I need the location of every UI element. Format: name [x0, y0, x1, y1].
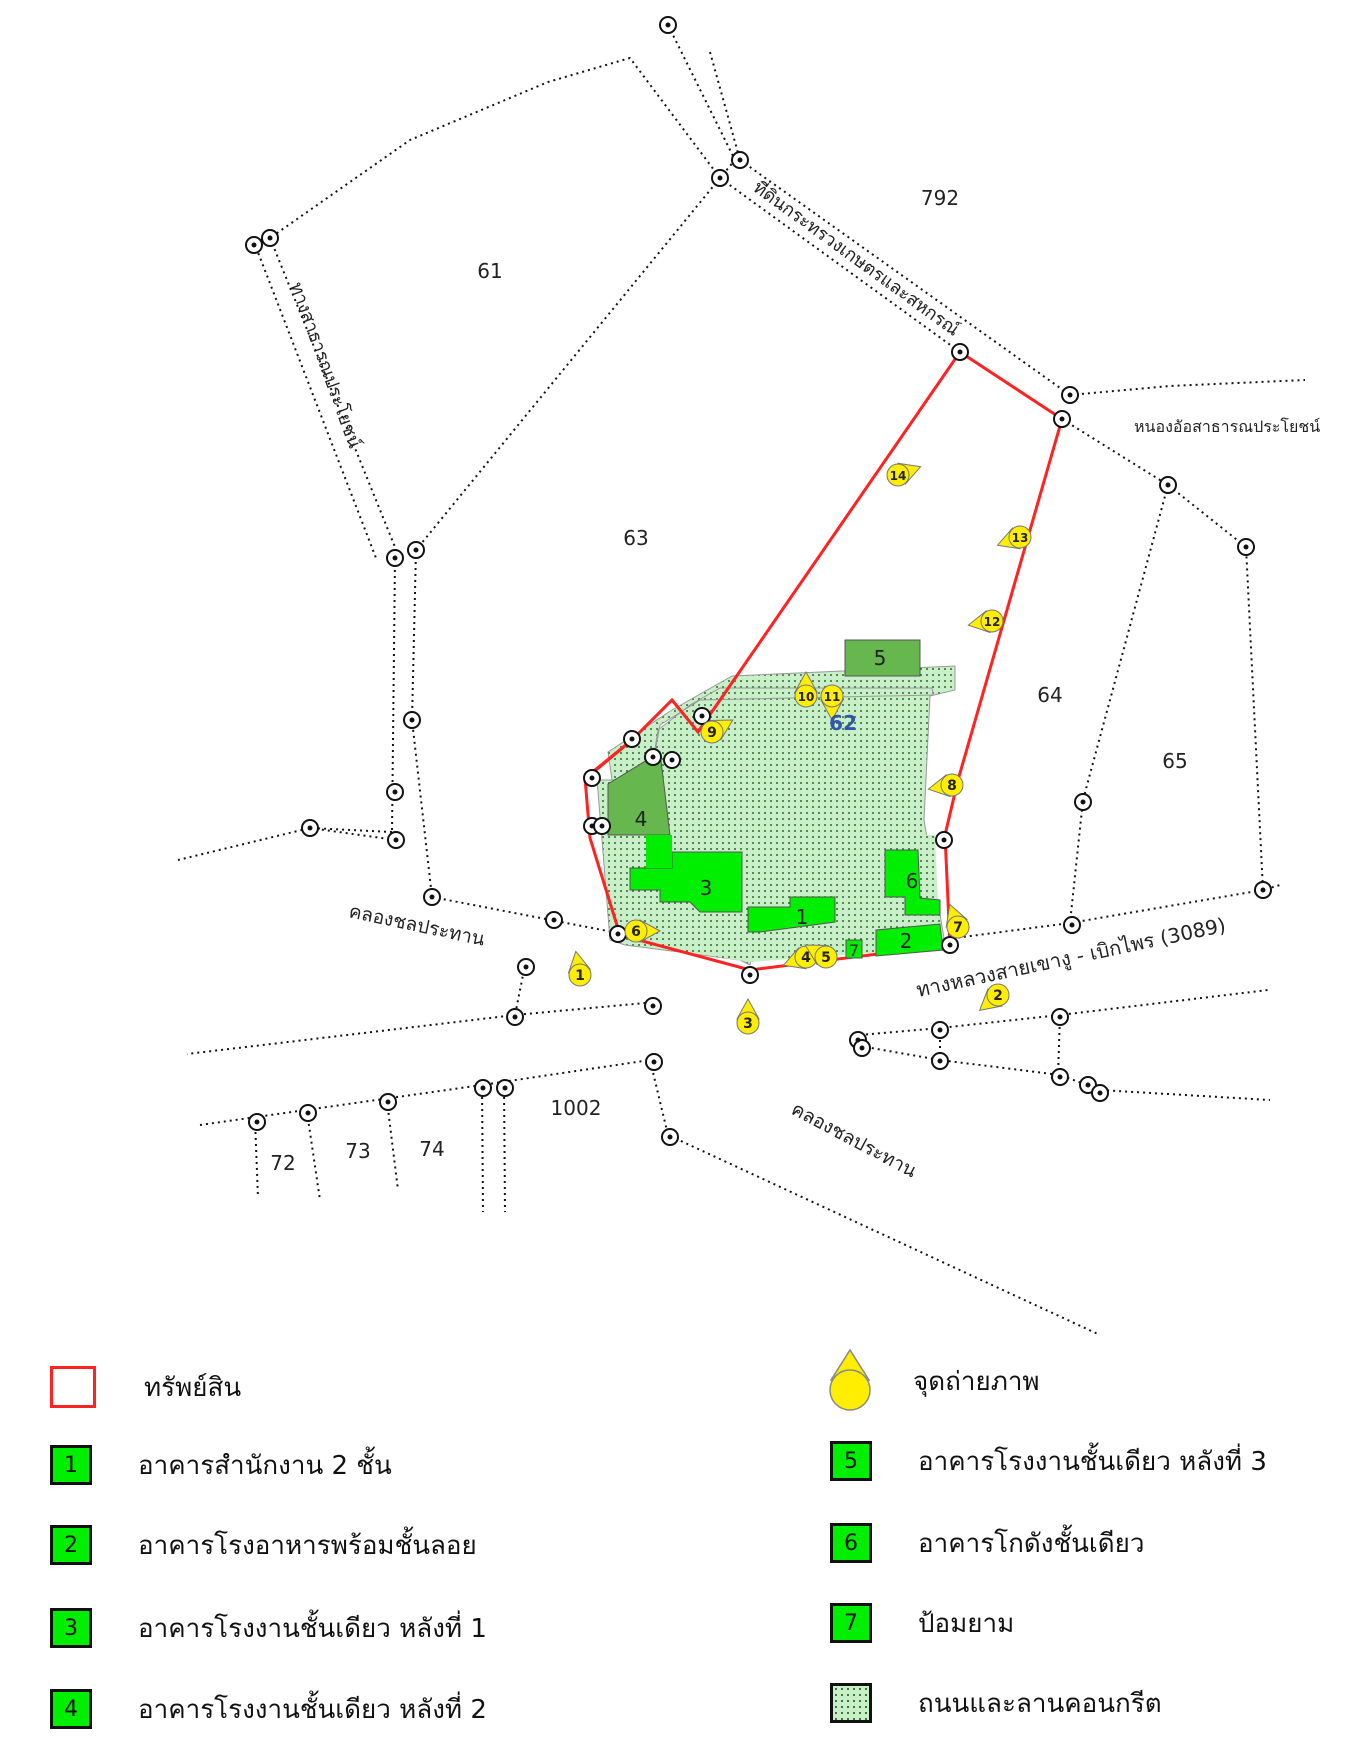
- boundary-marker-dots: [251, 22, 1266, 1140]
- photo-point-label: 5: [821, 950, 831, 966]
- photo-point-8: 8: [927, 773, 964, 798]
- legend-building-4-label: อาคารโรงงานชั้นเดียว หลังที่ 2: [138, 1694, 487, 1725]
- lot-72: 72: [270, 1151, 295, 1175]
- photo-point-label: 3: [743, 1016, 753, 1032]
- building-2: 2: [875, 923, 944, 957]
- legend-building-6: 6 อาคารโกดังชั้นเดียว: [830, 1520, 1144, 1566]
- building-7: 7: [845, 939, 863, 960]
- building-3: 3: [629, 835, 743, 913]
- building-3-label: 3: [700, 876, 713, 900]
- photo-point-7: 7: [945, 903, 970, 939]
- photo-point-label: 10: [798, 690, 815, 704]
- legend-building-5-label: อาคารโรงงานชั้นเดียว หลังที่ 3: [918, 1446, 1267, 1477]
- legend-building-7-label: ป้อมยาม: [918, 1608, 1015, 1639]
- parcel-boundaries: [177, 24, 1306, 1336]
- photo-point-label: 12: [984, 615, 1001, 629]
- photo-point-5: 5: [804, 944, 838, 969]
- photo-point-label: 4: [801, 950, 811, 966]
- lot-1002: 1002: [551, 1096, 602, 1120]
- lot-65: 65: [1162, 749, 1187, 773]
- photo-point-icon: [829, 1348, 871, 1411]
- photo-point-6: 6: [624, 919, 662, 943]
- legend-building-6-swatch: 6: [830, 1523, 872, 1563]
- building-4-label: 4: [635, 807, 648, 831]
- canal-label-upper: คลองชลประทาน: [347, 900, 487, 950]
- legend-building-1-swatch: 1: [50, 1445, 92, 1485]
- legend-building-1-label: อาคารสำนักงาน 2 ชั้น: [138, 1450, 392, 1481]
- legend-concrete: ถนนและลานคอนกรีต: [830, 1680, 1162, 1726]
- photo-point-11: 11: [820, 684, 844, 722]
- building-5-label: 5: [874, 646, 887, 670]
- legend-building-3: 3 อาคารโรงงานชั้นเดียว หลังที่ 1: [50, 1605, 487, 1651]
- legend-building-1: 1 อาคารสำนักงาน 2 ชั้น: [50, 1442, 392, 1488]
- legend-concrete-swatch: [830, 1683, 872, 1723]
- lot-63: 63: [623, 526, 648, 550]
- photo-point-14: 14: [886, 462, 922, 487]
- lot-792: 792: [921, 186, 959, 210]
- photo-point-label: 8: [947, 778, 957, 794]
- lot-73: 73: [345, 1139, 370, 1163]
- photo-point-label: 2: [993, 988, 1003, 1004]
- lot-74: 74: [419, 1137, 444, 1161]
- legend-building-2-label: อาคารโรงอาหารพร้อมชั้นลอย: [138, 1530, 477, 1561]
- public-path-label: ทางสาธารณประโยชน์: [285, 279, 366, 451]
- lot-62: 62: [829, 711, 857, 735]
- photo-point-label: 9: [707, 725, 717, 741]
- legend-property-swatch: [50, 1366, 96, 1408]
- photo-point-13: 13: [996, 525, 1032, 550]
- lot-64: 64: [1037, 683, 1062, 707]
- legend-property: ทรัพย์สิน: [50, 1364, 241, 1410]
- photo-point-12: 12: [967, 609, 1004, 634]
- legend-building-2-swatch: 2: [50, 1525, 92, 1565]
- building-6-label: 6: [906, 869, 919, 893]
- photo-point-9: 9: [700, 719, 734, 744]
- photo-point-label: 11: [824, 690, 841, 704]
- building-2-label: 2: [900, 929, 913, 953]
- legend-building-4: 4 อาคารโรงงานชั้นเดียว หลังที่ 2: [50, 1686, 487, 1732]
- legend-building-7: 7 ป้อมยาม: [830, 1600, 1014, 1646]
- legend-photo-label: จุดถ่ายภาพ: [913, 1366, 1040, 1397]
- lot-61: 61: [477, 259, 502, 283]
- building-5: 5: [844, 639, 921, 677]
- legend-building-5: 5 อาคารโรงงานชั้นเดียว หลังที่ 3: [830, 1438, 1267, 1484]
- legend-building-5-swatch: 5: [830, 1441, 872, 1481]
- photo-point-label: 13: [1012, 531, 1029, 545]
- canal-label-lower: คลองชลประทาน: [788, 1098, 920, 1182]
- photo-point-1: 1: [567, 950, 592, 987]
- building-1-label: 1: [796, 905, 809, 929]
- photo-point-label: 14: [890, 469, 907, 483]
- building-1: 1: [747, 896, 836, 933]
- legend-property-label: ทรัพย์สิน: [144, 1372, 242, 1403]
- photo-point-10: 10: [794, 670, 818, 708]
- legend-building-6-label: อาคารโกดังชั้นเดียว: [918, 1528, 1145, 1559]
- photo-point-label: 6: [631, 924, 641, 940]
- photo-point-3: 3: [736, 997, 760, 1035]
- legend-photo: จุดถ่ายภาพ: [825, 1346, 1040, 1416]
- legend-building-7-swatch: 7: [830, 1603, 872, 1643]
- building-7-label: 7: [849, 941, 859, 960]
- pond-label: หนองอัอสาธารณประโยชน์: [1134, 417, 1320, 436]
- building-6: 6: [884, 849, 941, 916]
- legend-concrete-label: ถนนและลานคอนกรีต: [918, 1688, 1162, 1719]
- photo-point-label: 1: [575, 968, 585, 984]
- photo-point-2: 2: [978, 983, 1010, 1012]
- legend-building-3-swatch: 3: [50, 1608, 92, 1648]
- legend-building-2: 2 อาคารโรงอาหารพร้อมชั้นลอย: [50, 1522, 477, 1568]
- photo-point-label: 7: [953, 920, 963, 936]
- legend-building-3-label: อาคารโรงงานชั้นเดียว หลังที่ 1: [138, 1613, 487, 1644]
- legend-building-4-swatch: 4: [50, 1689, 92, 1729]
